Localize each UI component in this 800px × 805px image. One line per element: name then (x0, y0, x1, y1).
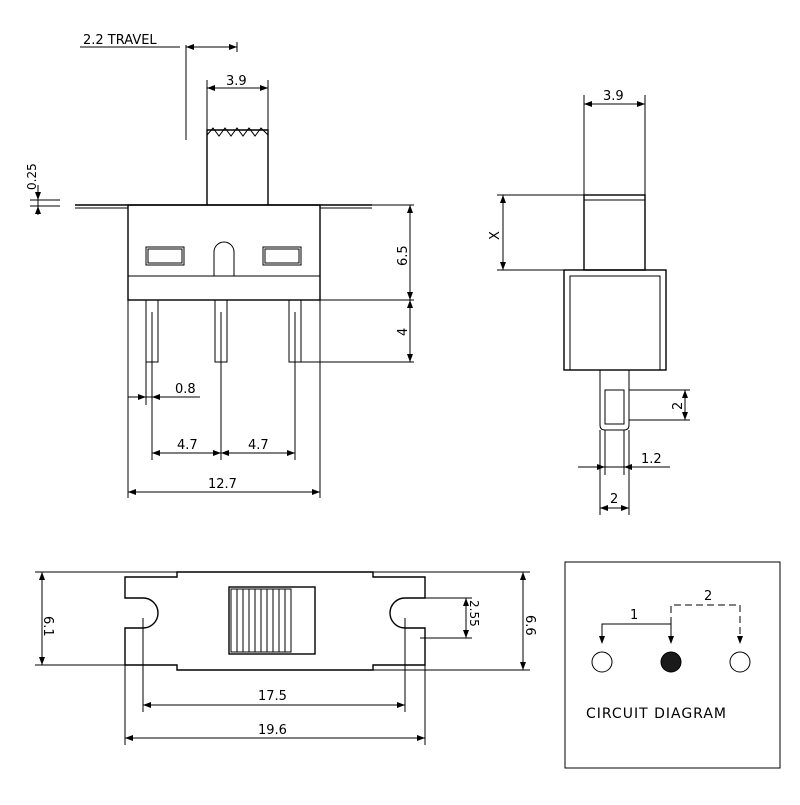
circuit-diagram: 1 2 CIRCUIT DIAGRAM (564, 561, 781, 769)
dim-pin-width: 0.8 (175, 382, 196, 397)
dim-pin-tip-width: 1.2 (641, 452, 662, 467)
dim-pitch-right: 4.7 (248, 438, 269, 453)
dim-actuator-height: X (488, 231, 503, 240)
front-view: 2.2 TRAVEL 3.9 0.25 (25, 33, 414, 498)
side-view: 3.9 X 2 1.2 (488, 89, 690, 515)
dim-overall-width: 19.6 (258, 723, 287, 738)
dim-pin-tip-length: 2 (671, 402, 686, 410)
dim-mount-pitch: 17.5 (258, 689, 287, 704)
dim-pin-length: 4 (396, 328, 411, 336)
slider-ridges (236, 589, 286, 652)
dim-mount-height: 6.1 (40, 616, 55, 637)
dim-body-width: 12.7 (208, 477, 237, 492)
terminal-common (660, 651, 682, 673)
dim-overall-height: 6.6 (522, 615, 537, 636)
dim-pitch-left: 4.7 (177, 438, 198, 453)
terminal-right (729, 651, 751, 673)
dim-travel: 2.2 TRAVEL (83, 33, 157, 48)
dim-slot-height: 2.55 (467, 600, 481, 627)
terminal-left (591, 651, 613, 673)
circuit-position-1: 1 (630, 608, 638, 623)
circuit-diagram-title: CIRCUIT DIAGRAM (586, 706, 727, 722)
circuit-position-2: 2 (704, 589, 712, 604)
dim-actuator-width-side: 3.9 (603, 89, 624, 104)
dim-body-height: 6.5 (396, 245, 411, 266)
dim-pin-side-width: 2 (610, 492, 618, 507)
dim-thickness: 0.25 (25, 163, 39, 190)
dim-actuator-width-front: 3.9 (226, 74, 247, 89)
top-view: 6.1 2.55 6.6 17.5 19.6 (35, 571, 537, 745)
